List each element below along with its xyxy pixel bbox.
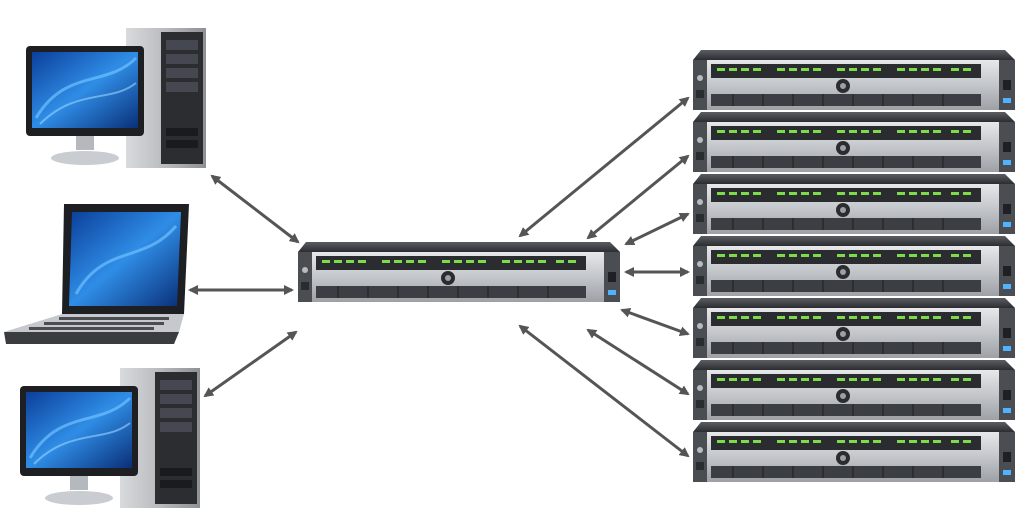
arrow-stack-5 bbox=[620, 308, 690, 336]
stack-server-3 bbox=[692, 173, 1016, 235]
client-laptop bbox=[2, 202, 191, 346]
client-connections bbox=[188, 174, 300, 398]
stack-server-7 bbox=[692, 421, 1016, 483]
stack-server-6 bbox=[692, 359, 1016, 421]
client-desktop-bottom bbox=[18, 366, 202, 510]
stack-connections bbox=[518, 96, 690, 458]
arrow-stack-2 bbox=[586, 154, 690, 240]
stack-server-5 bbox=[692, 297, 1016, 359]
stack-server-1 bbox=[692, 49, 1016, 111]
stack-server-4 bbox=[692, 235, 1016, 297]
server-stack bbox=[692, 49, 1016, 483]
arrow-stack-7 bbox=[518, 324, 690, 458]
arrow-stack-3 bbox=[624, 212, 690, 246]
arrow-stack-6 bbox=[586, 328, 690, 396]
central-server bbox=[297, 241, 621, 303]
stack-server-2 bbox=[692, 111, 1016, 173]
arrow-stack-1 bbox=[518, 96, 690, 238]
client-desktop-top bbox=[24, 26, 208, 170]
arrow-desktop-top bbox=[210, 174, 300, 244]
arrow-desktop-bottom bbox=[203, 330, 298, 398]
